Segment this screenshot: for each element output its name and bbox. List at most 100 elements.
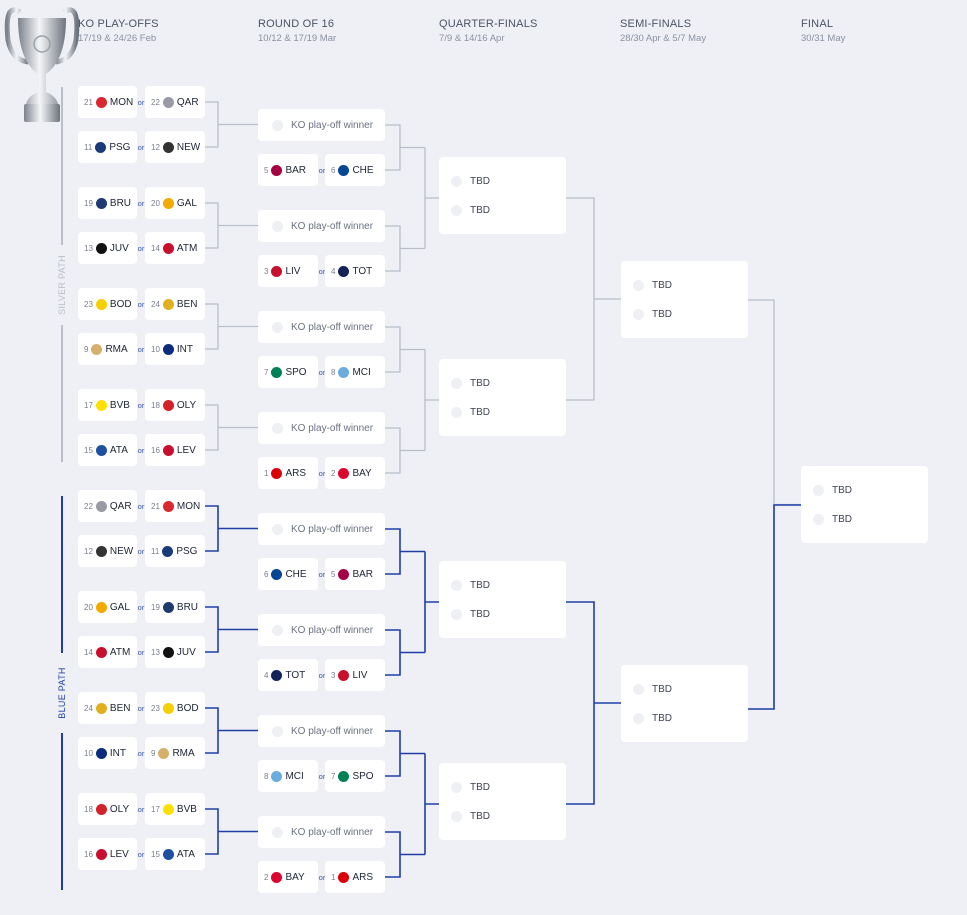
team-name: LEV: [176, 444, 196, 456]
ko-winner-slot[interactable]: KO play-off winner: [258, 210, 385, 242]
ko-winner-label: KO play-off winner: [291, 523, 374, 535]
team-seed: 20: [151, 198, 160, 208]
team-name: MCI: [285, 770, 304, 782]
team-crest-icon: [162, 141, 174, 153]
team-name: NEW: [176, 141, 201, 153]
ko-winner-slot[interactable]: KO play-off winner: [258, 614, 385, 646]
team-crest-icon: [95, 803, 107, 815]
stage-title: QUARTER-FINALS: [439, 18, 538, 30]
team-crest-icon: [162, 242, 174, 254]
connector-line: [385, 124, 425, 171]
ko-winner-slot[interactable]: KO play-off winner: [258, 109, 385, 141]
tbd-label: TBD: [470, 782, 490, 793]
team-crest-icon: [162, 399, 174, 411]
stage-title: ROUND OF 16: [258, 18, 335, 30]
placeholder-crest-icon: [272, 523, 283, 535]
tbd-label: TBD: [470, 378, 490, 389]
connector-line: [205, 606, 258, 653]
ko-winner-slot[interactable]: KO play-off winner: [258, 311, 385, 343]
team-seed: 17: [84, 400, 93, 410]
ko-winner-slot[interactable]: KO play-off winner: [258, 715, 385, 747]
placeholder-crest-icon: [451, 205, 462, 216]
tbd-label: TBD: [652, 713, 672, 724]
team-seed: 7: [331, 771, 336, 781]
team-name: INT: [176, 343, 194, 355]
team-crest-icon: [162, 500, 174, 512]
team-crest-icon: [162, 803, 174, 815]
connector-line: [566, 601, 621, 805]
team-name: TOT: [352, 265, 373, 277]
team-name: CHE: [352, 164, 374, 176]
or-label: or: [318, 873, 326, 882]
ko-winner-slot[interactable]: KO play-off winner: [258, 816, 385, 848]
or-label: or: [137, 244, 145, 253]
or-label: or: [137, 648, 145, 657]
team-seed: 14: [84, 647, 93, 657]
ko-winner-slot[interactable]: KO play-off winner: [258, 412, 385, 444]
team-name: TOT: [285, 669, 306, 681]
team-name: JUV: [176, 646, 196, 658]
or-label: or: [137, 199, 145, 208]
team-crest-icon: [162, 444, 174, 456]
ko-winner-slot[interactable]: KO play-off winner: [258, 513, 385, 545]
stage-title: SEMI-FINALS: [620, 18, 692, 30]
team-name: BAY: [285, 871, 305, 883]
